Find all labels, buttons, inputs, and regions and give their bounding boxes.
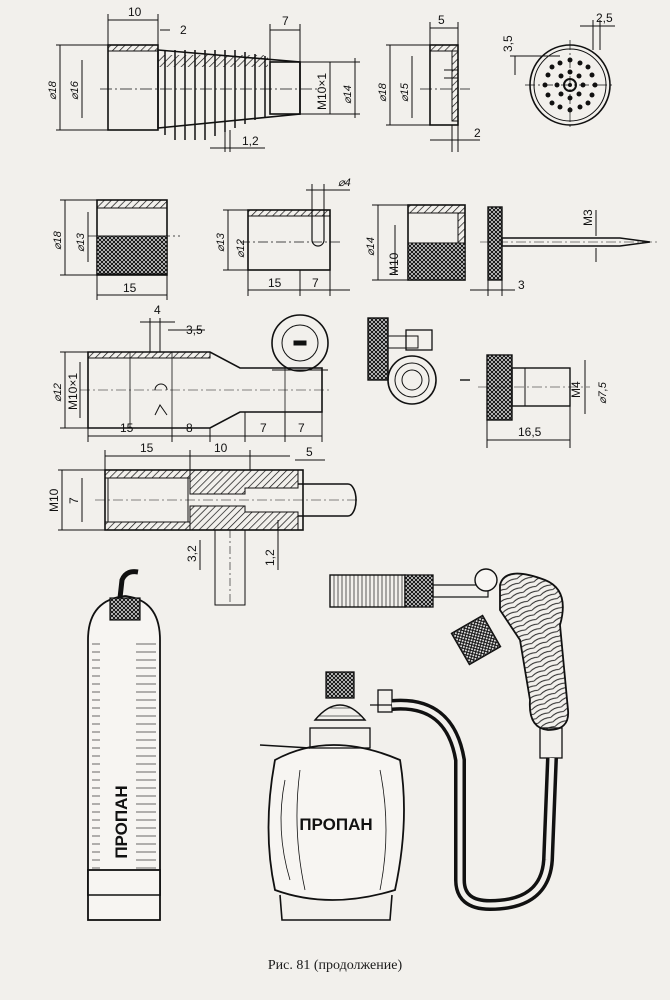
dim-nozzle-d18: ⌀18: [47, 80, 59, 100]
dim-body-7b: 7: [298, 421, 305, 435]
dim-sleeve-7: 7: [312, 276, 319, 290]
dim-body-4: 4: [154, 303, 161, 317]
perforated-disc: [510, 20, 615, 130]
dim-knob-d14: ⌀14: [365, 237, 377, 256]
dim-cap-2: 2: [474, 126, 481, 140]
dim-disc-25: 2,5: [596, 11, 613, 25]
mixer-section: [58, 450, 360, 606]
dim-sleeve-15: 15: [268, 276, 282, 290]
tank-label: ПРОПАН: [299, 815, 372, 834]
dim-mixer-7: 7: [67, 497, 81, 504]
pressure-tank: [259, 671, 405, 921]
dim-mixer-thread: M10: [47, 488, 61, 512]
dim-nozzle-d16: ⌀16: [69, 80, 81, 100]
dim-mixer-15: 15: [140, 441, 154, 455]
dimension-labels: 10 2 7 ⌀18 ⌀16 M10×1 ⌀14 1,2 5 ⌀18 ⌀15 2…: [47, 5, 613, 566]
dim-nut-d13: ⌀13: [75, 232, 87, 252]
dim-body-8: 8: [186, 421, 193, 435]
propane-cylinder: [87, 569, 161, 921]
dim-valve-d75: ⌀7,5: [597, 381, 609, 404]
dim-knob-thread: M10: [387, 252, 401, 276]
dim-nozzle-10: 10: [128, 5, 142, 19]
cap-drawing: [386, 22, 480, 152]
dim-cap-d18: ⌀18: [377, 82, 389, 102]
dim-sleeve-d12: ⌀12: [235, 239, 247, 258]
burner-body-drawing: [60, 314, 330, 442]
dim-sleeve-d4: ⌀4: [338, 177, 351, 189]
dim-nozzle-fin: 1,2: [242, 134, 259, 148]
cylinder-label: ПРОПАН: [112, 785, 131, 858]
dim-body-7a: 7: [260, 421, 267, 435]
knurled-nut: [60, 199, 180, 300]
nozzle-drawing: [56, 14, 360, 152]
dim-nozzle-7: 7: [282, 14, 289, 28]
dim-body-35: 3,5: [186, 323, 203, 337]
dim-nozzle-thread: M10×1: [315, 73, 329, 110]
dim-valve-m4: M4: [569, 381, 583, 398]
dim-body-d12: ⌀12: [52, 383, 64, 402]
dim-disc-35: 3,5: [501, 35, 515, 52]
dim-sleeve-d13: ⌀13: [215, 232, 227, 252]
valve-handle-drawing: [367, 317, 590, 448]
dim-mixer-10: 10: [214, 441, 228, 455]
dim-cap-5: 5: [438, 13, 445, 27]
dim-mixer-5: 5: [306, 445, 313, 459]
dim-mixer-12: 1,2: [263, 549, 277, 566]
torch-assembly: [329, 568, 570, 759]
knob-needle-drawing: [372, 204, 660, 296]
dim-nut-15: 15: [123, 281, 137, 295]
dim-cap-d15: ⌀15: [399, 82, 411, 102]
figure-caption: Рис. 81 (продолжение): [267, 958, 403, 973]
dim-nut-d18: ⌀18: [52, 230, 64, 250]
dim-needle-m3: M3: [581, 209, 595, 226]
dim-body-15: 15: [120, 421, 134, 435]
dim-mixer-32: 3,2: [185, 545, 199, 562]
gas-hose: [391, 698, 558, 912]
sleeve-drawing: [223, 184, 350, 296]
dim-nozzle-2: 2: [180, 23, 187, 37]
dim-needle-3: 3: [518, 278, 525, 292]
dim-nozzle-d14: ⌀14: [342, 85, 354, 104]
dim-valve-165: 16,5: [518, 425, 542, 439]
dim-body-thread: M10×1: [66, 373, 80, 410]
